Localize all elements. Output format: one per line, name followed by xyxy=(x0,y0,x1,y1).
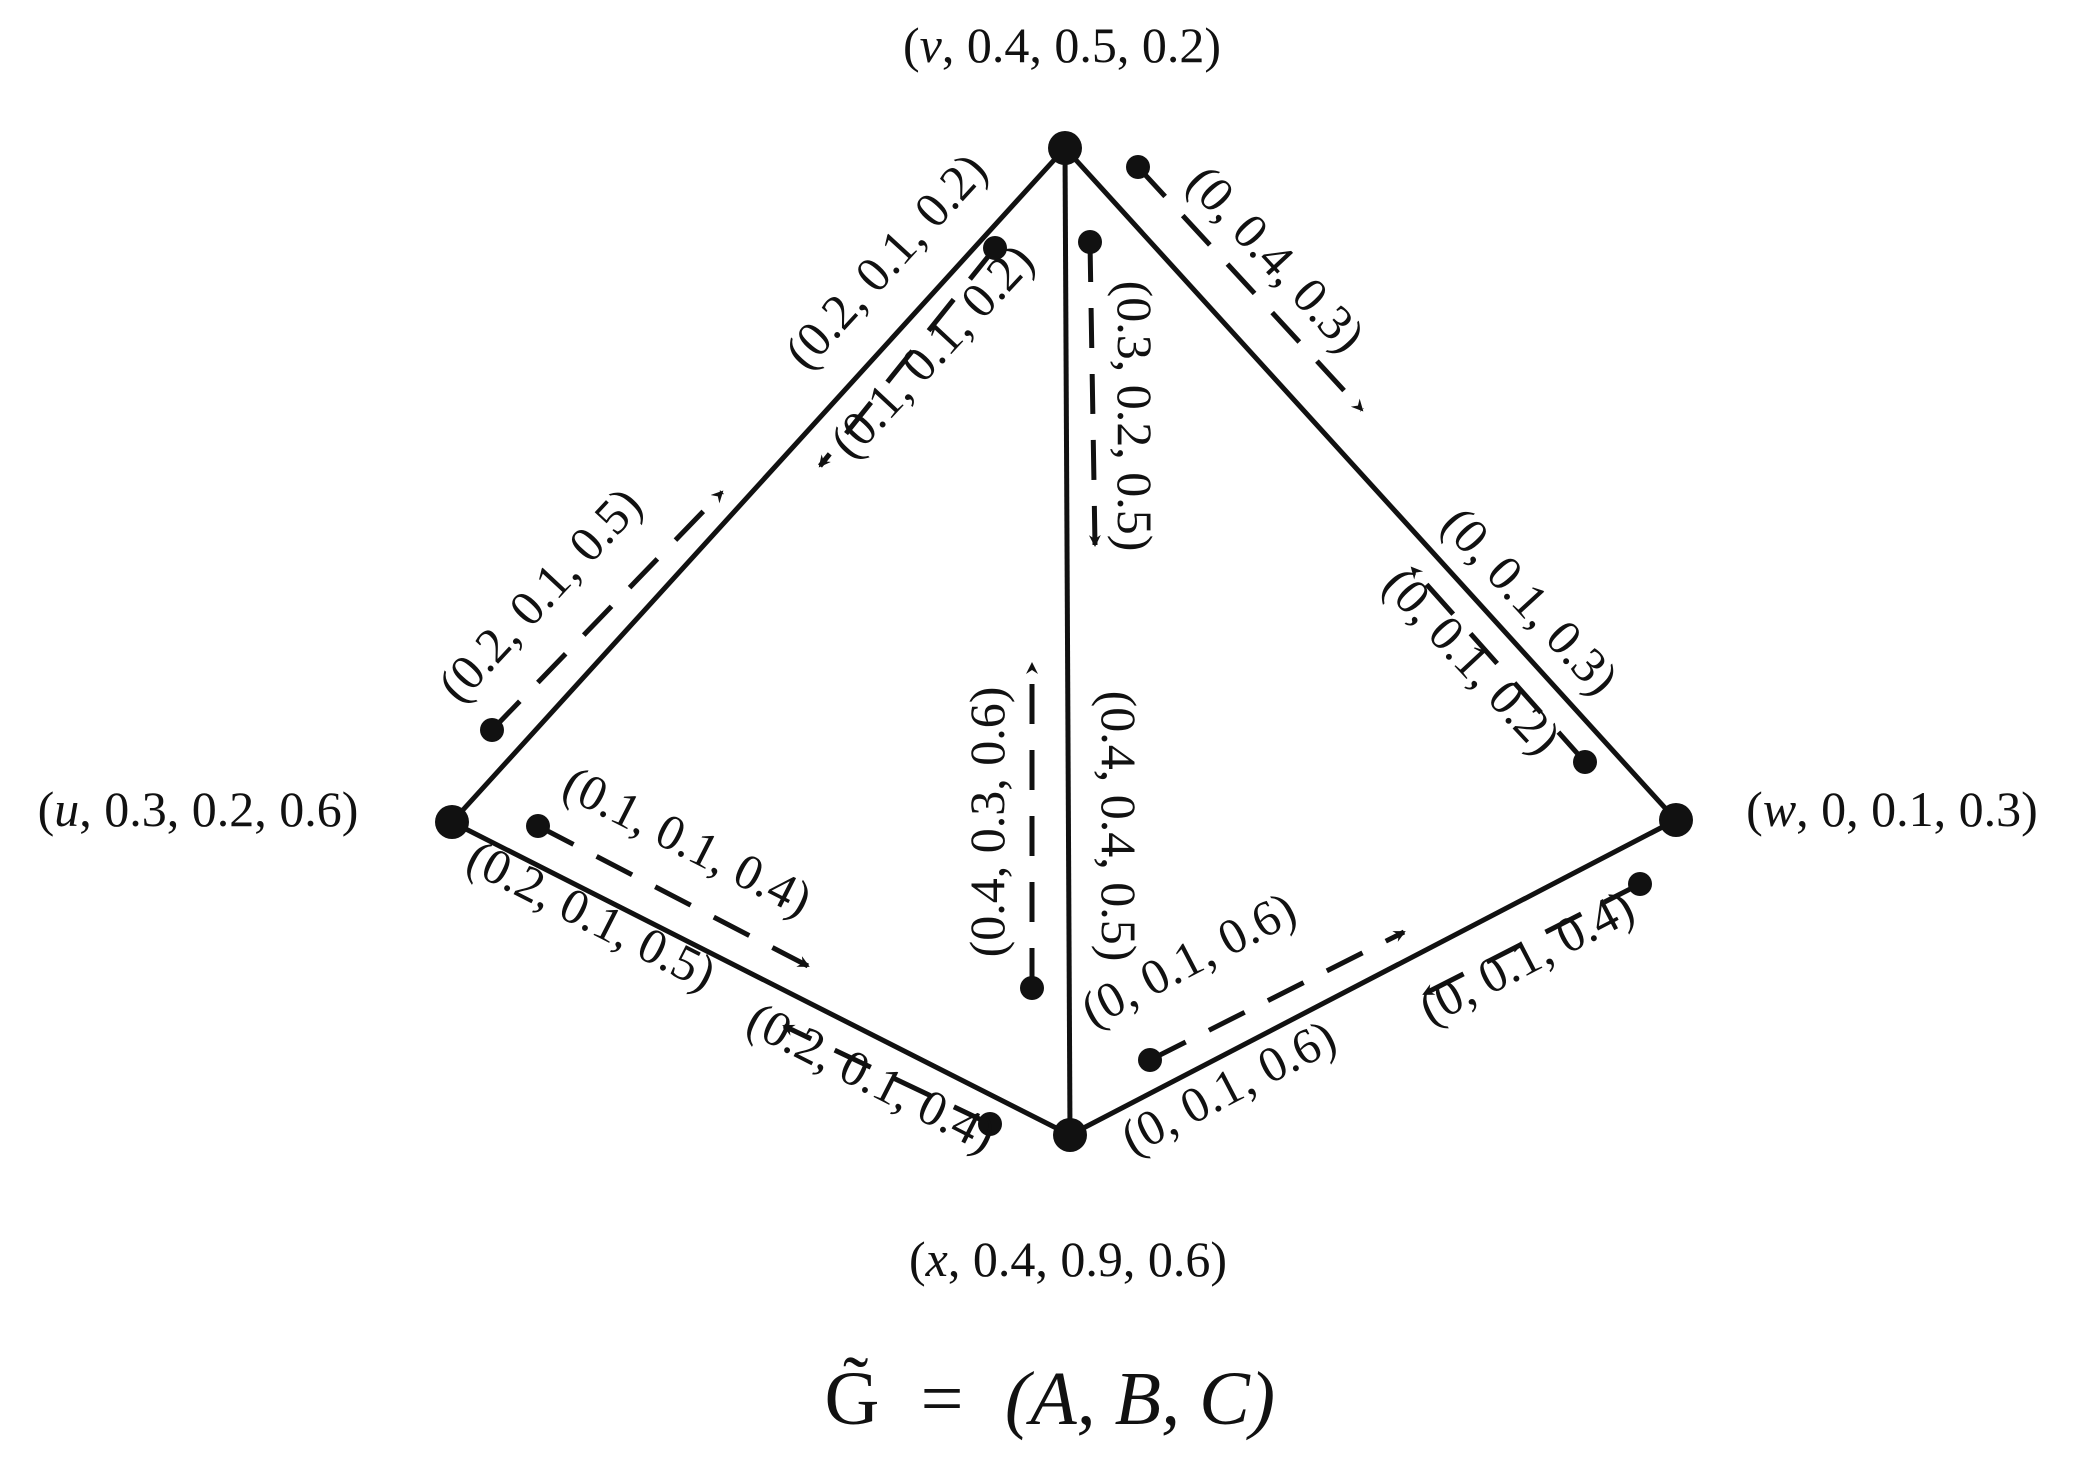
arc-x-w xyxy=(1148,929,1406,1063)
arc-u-x xyxy=(536,823,810,969)
vertex-x-node xyxy=(1053,1118,1087,1152)
arc-start-dot xyxy=(526,814,550,838)
arc-x-u xyxy=(782,1023,992,1127)
vertex-x-name: x xyxy=(925,1231,948,1287)
arc-x-v-label: (0.4, 0.3, 0.6) xyxy=(959,687,1015,958)
edge-vw xyxy=(1063,146,1678,822)
edge-xw-label: (0, 0.1, 0.6) xyxy=(1112,1008,1345,1165)
vertex-x-values: 0.4, 0.9, 0.6 xyxy=(973,1231,1211,1287)
edge-uv xyxy=(450,146,1067,824)
vertex-v-node xyxy=(1048,131,1082,165)
arc-u-v xyxy=(490,490,724,732)
arc-start-dot xyxy=(1078,230,1102,254)
arc-start-dot xyxy=(978,1112,1002,1136)
arc-x-u-label: (0.2, 0.1, 0.4) xyxy=(738,990,1005,1163)
graph-symbol: G̃ xyxy=(825,1357,880,1441)
arc-w-x xyxy=(1422,881,1642,997)
arc-u-v-label: (0.2, 0.1, 0.5) xyxy=(427,476,653,712)
arc-labels: (0.2, 0.1, 0.5) (0.1, 0.1, 0.2) (0, 0.4,… xyxy=(427,154,1643,1163)
edge-vx-label: (0.4, 0.4, 0.5) xyxy=(1091,691,1147,962)
arc-v-w-label: (0, 0.4, 0.3) xyxy=(1176,154,1376,363)
edge-vx xyxy=(1062,147,1073,1136)
vertex-u-name: u xyxy=(54,781,79,837)
arc-start-dot xyxy=(1020,976,1044,1000)
arc-start-dot xyxy=(1573,750,1597,774)
arcs xyxy=(480,155,1652,1136)
vertex-u-label: (u, 0.3, 0.2, 0.6) xyxy=(38,781,359,837)
vertices xyxy=(435,131,1693,1152)
arc-w-v xyxy=(1410,566,1587,764)
vertex-labels: (v, 0.4, 0.5, 0.2) (u, 0.3, 0.2, 0.6) (w… xyxy=(38,17,2038,1287)
vertex-u-node xyxy=(435,805,469,839)
arc-start-dot xyxy=(480,718,504,742)
vertex-w-name: w xyxy=(1763,781,1796,837)
arc-v-u xyxy=(818,246,997,468)
arc-v-w xyxy=(1136,165,1364,412)
edges xyxy=(450,146,1678,1138)
equals-sign: = xyxy=(921,1357,964,1441)
arc-start-dot xyxy=(1138,1048,1162,1072)
graph-triple: (A, B, C) xyxy=(1005,1357,1275,1441)
vertex-w-values: 0, 0.1, 0.3 xyxy=(1821,781,2021,837)
vertex-w-label: (w, 0, 0.1, 0.3) xyxy=(1746,781,2038,837)
vertex-w-node xyxy=(1659,803,1693,837)
arc-v-x xyxy=(1087,241,1101,547)
arc-start-dot xyxy=(983,236,1007,260)
vertex-u-values: 0.3, 0.2, 0.6 xyxy=(104,781,342,837)
edge-ux xyxy=(450,819,1072,1138)
vertex-v-name: v xyxy=(920,17,943,73)
arc-w-x-label: (0, 0.1, 0.4) xyxy=(1410,878,1643,1035)
arc-start-dot xyxy=(1628,872,1652,896)
edge-xw xyxy=(1068,817,1678,1138)
arc-v-x-label: (0.3, 0.2, 0.5) xyxy=(1107,281,1163,552)
vertex-x-label: (x, 0.4, 0.9, 0.6) xyxy=(909,1231,1227,1287)
vertex-v-label: (v, 0.4, 0.5, 0.2) xyxy=(903,17,1221,73)
arc-start-dot xyxy=(1126,155,1150,179)
vertex-v-values: 0.4, 0.5, 0.2 xyxy=(967,17,1205,73)
graph-caption: G̃ = (A, B, C) xyxy=(825,1357,1276,1441)
